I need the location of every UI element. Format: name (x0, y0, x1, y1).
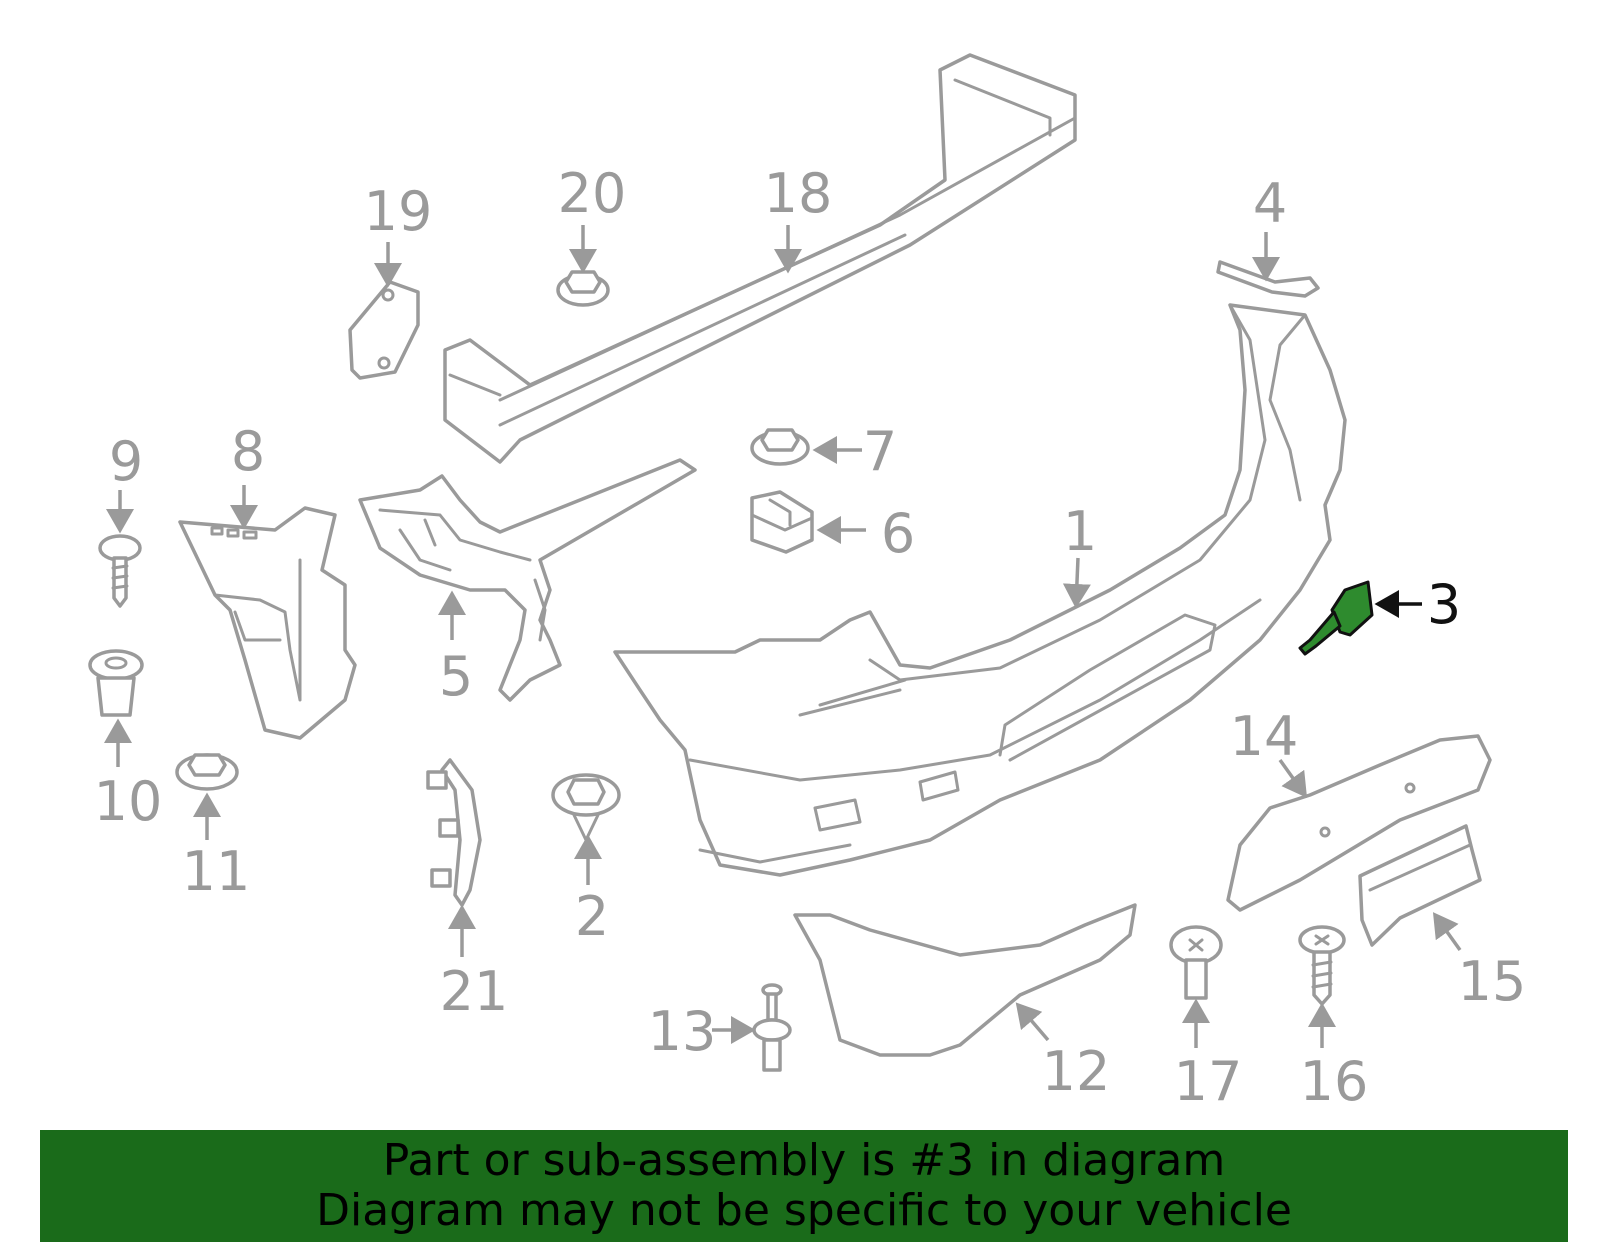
callout-21: 21 (440, 960, 509, 1023)
callout-13: 13 (648, 1000, 717, 1063)
part-2-push-clip[interactable] (551, 773, 621, 842)
part-12-lower-trim[interactable] (793, 903, 1137, 1057)
callout-16: 16 (1300, 1050, 1369, 1113)
callout-11: 11 (182, 840, 251, 903)
callout-19: 19 (364, 180, 433, 243)
callout-4: 4 (1253, 172, 1287, 235)
part-13-push-pin[interactable] (752, 983, 792, 1072)
part-15-plate[interactable] (1358, 824, 1482, 947)
callout-5: 5 (439, 645, 473, 708)
callout-14: 14 (1230, 705, 1299, 768)
banner-line-1: Part or sub-assembly is #3 in diagram (382, 1135, 1226, 1186)
banner-line-2: Diagram may not be specific to your vehi… (316, 1185, 1292, 1236)
part-18-bumper-reinforcement[interactable] (443, 53, 1077, 464)
callout-10: 10 (94, 770, 163, 833)
callout-8: 8 (231, 420, 265, 483)
part-11-nut[interactable] (175, 753, 239, 791)
callout-7: 7 (863, 420, 897, 483)
part-16-screw[interactable] (1298, 925, 1346, 1006)
part-14-panel[interactable] (1226, 734, 1492, 912)
part-8-bracket[interactable] (178, 506, 357, 740)
callout-12: 12 (1042, 1040, 1111, 1103)
callout-1: 1 (1063, 500, 1097, 563)
part-19-plate[interactable] (348, 280, 420, 380)
callout-20: 20 (558, 162, 627, 225)
part-17-bolt[interactable] (1169, 925, 1223, 1000)
callout-3-highlighted: 3 (1427, 573, 1461, 636)
part-6-clip[interactable] (750, 490, 814, 554)
part-21-bracket-strip[interactable] (426, 758, 482, 907)
part-4-trim-strip[interactable] (1216, 260, 1320, 298)
part-20-nut[interactable] (556, 270, 610, 307)
part-9-screw[interactable] (98, 534, 142, 608)
callout-numbers: 1 2 3 4 5 6 7 8 9 10 11 12 13 14 15 16 1… (94, 162, 1527, 1113)
part-3-highlighted-bracket[interactable] (1298, 580, 1374, 656)
callout-6: 6 (881, 502, 915, 565)
callout-2: 2 (575, 885, 609, 948)
callout-15: 15 (1458, 950, 1527, 1013)
callout-9: 9 (109, 430, 143, 493)
part-10-grommet[interactable] (88, 649, 144, 717)
info-banner: Part or sub-assembly is #3 in diagram Di… (40, 1130, 1568, 1242)
part-7-nut[interactable] (750, 428, 810, 466)
part-1-bumper-cover[interactable] (613, 303, 1347, 877)
leader-lines (104, 225, 1462, 1048)
callout-18: 18 (764, 162, 833, 225)
callout-17: 17 (1174, 1050, 1243, 1113)
part-5-bracket[interactable] (358, 458, 697, 702)
